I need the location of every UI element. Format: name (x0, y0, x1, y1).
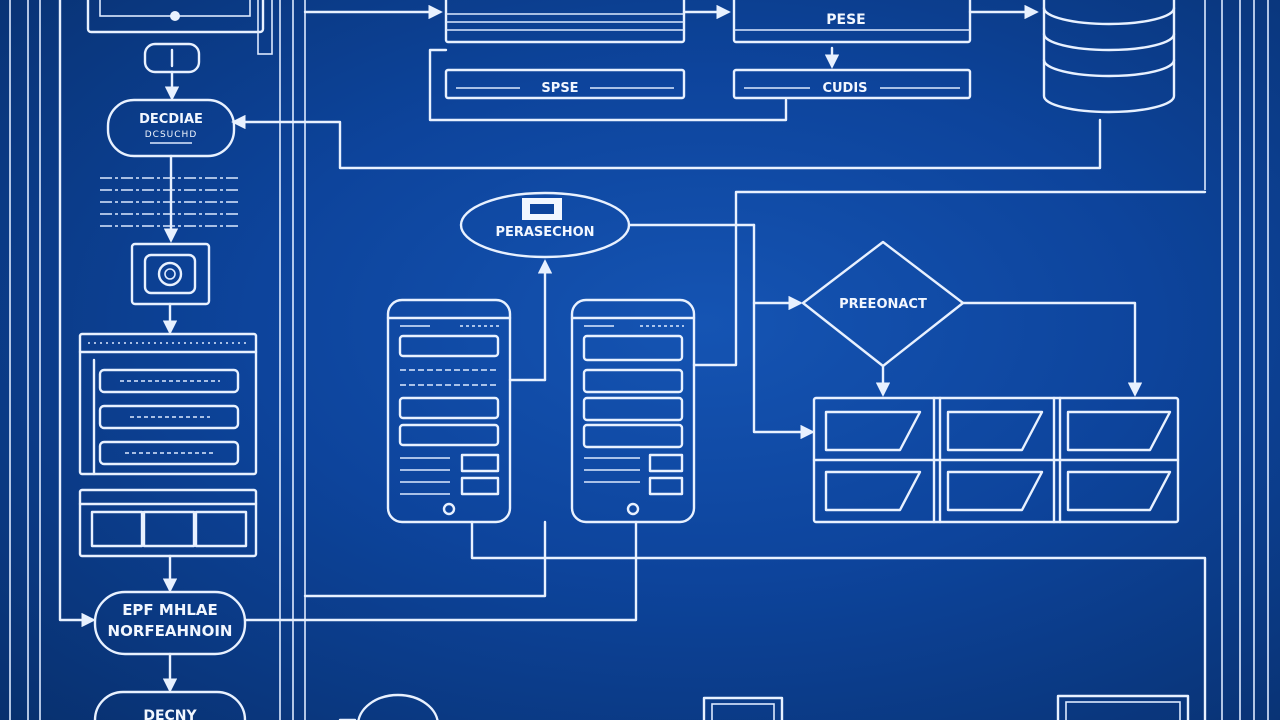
database-icon (1042, 0, 1176, 114)
info-pill-line1: EPF MHLAE (122, 601, 218, 619)
bottom-ellipse-partial (357, 693, 439, 720)
top-left-bar-label: SPSE (541, 81, 578, 96)
top-card-title: PESE (826, 12, 865, 28)
status-dot (170, 11, 180, 21)
card-grid (812, 396, 1180, 524)
bottom-pill-partial (93, 690, 247, 720)
decide-title: DECDIAE (139, 112, 203, 127)
top-list-box-1 (444, 0, 686, 44)
decide-pill (106, 98, 236, 158)
diamond-label: PREEONACT (839, 297, 927, 312)
ellipse-label: PERASECHON (495, 225, 594, 240)
left-column: DECDIAE DCSUCHD EPF (58, 0, 307, 720)
camera-icon (143, 253, 197, 295)
frame-rails (9, 0, 1269, 720)
camera-icon-box (130, 242, 211, 306)
bottom-connectors (303, 520, 1207, 720)
decide-sub: DCSUCHD (145, 130, 198, 140)
mobile-screen-1 (386, 298, 512, 524)
dashed-spec-lines (100, 177, 240, 227)
form-field-2 (98, 404, 240, 430)
middle-section: PERASECHON (386, 190, 1207, 524)
top-card-sub: CUDIS (822, 81, 867, 96)
top-list-bar-3 (732, 68, 972, 100)
top-left-monitor-box (86, 0, 265, 34)
bottom-right-box-partial (1056, 694, 1190, 720)
top-list-bar-2 (444, 68, 686, 100)
top-row: PESE SPSE CUDIS (231, 0, 1176, 170)
form-field-3 (98, 440, 240, 466)
top-title-card (732, 0, 972, 44)
info-pill-line2: NORFEAHNOIN (108, 622, 233, 640)
bottom-pill-partial-label: DECNY (143, 708, 197, 720)
mobile-screen-2 (570, 298, 696, 524)
grid-table (78, 488, 258, 558)
form-field-1 (98, 368, 240, 394)
bottom-box-partial (702, 696, 784, 720)
form-window (78, 332, 258, 476)
